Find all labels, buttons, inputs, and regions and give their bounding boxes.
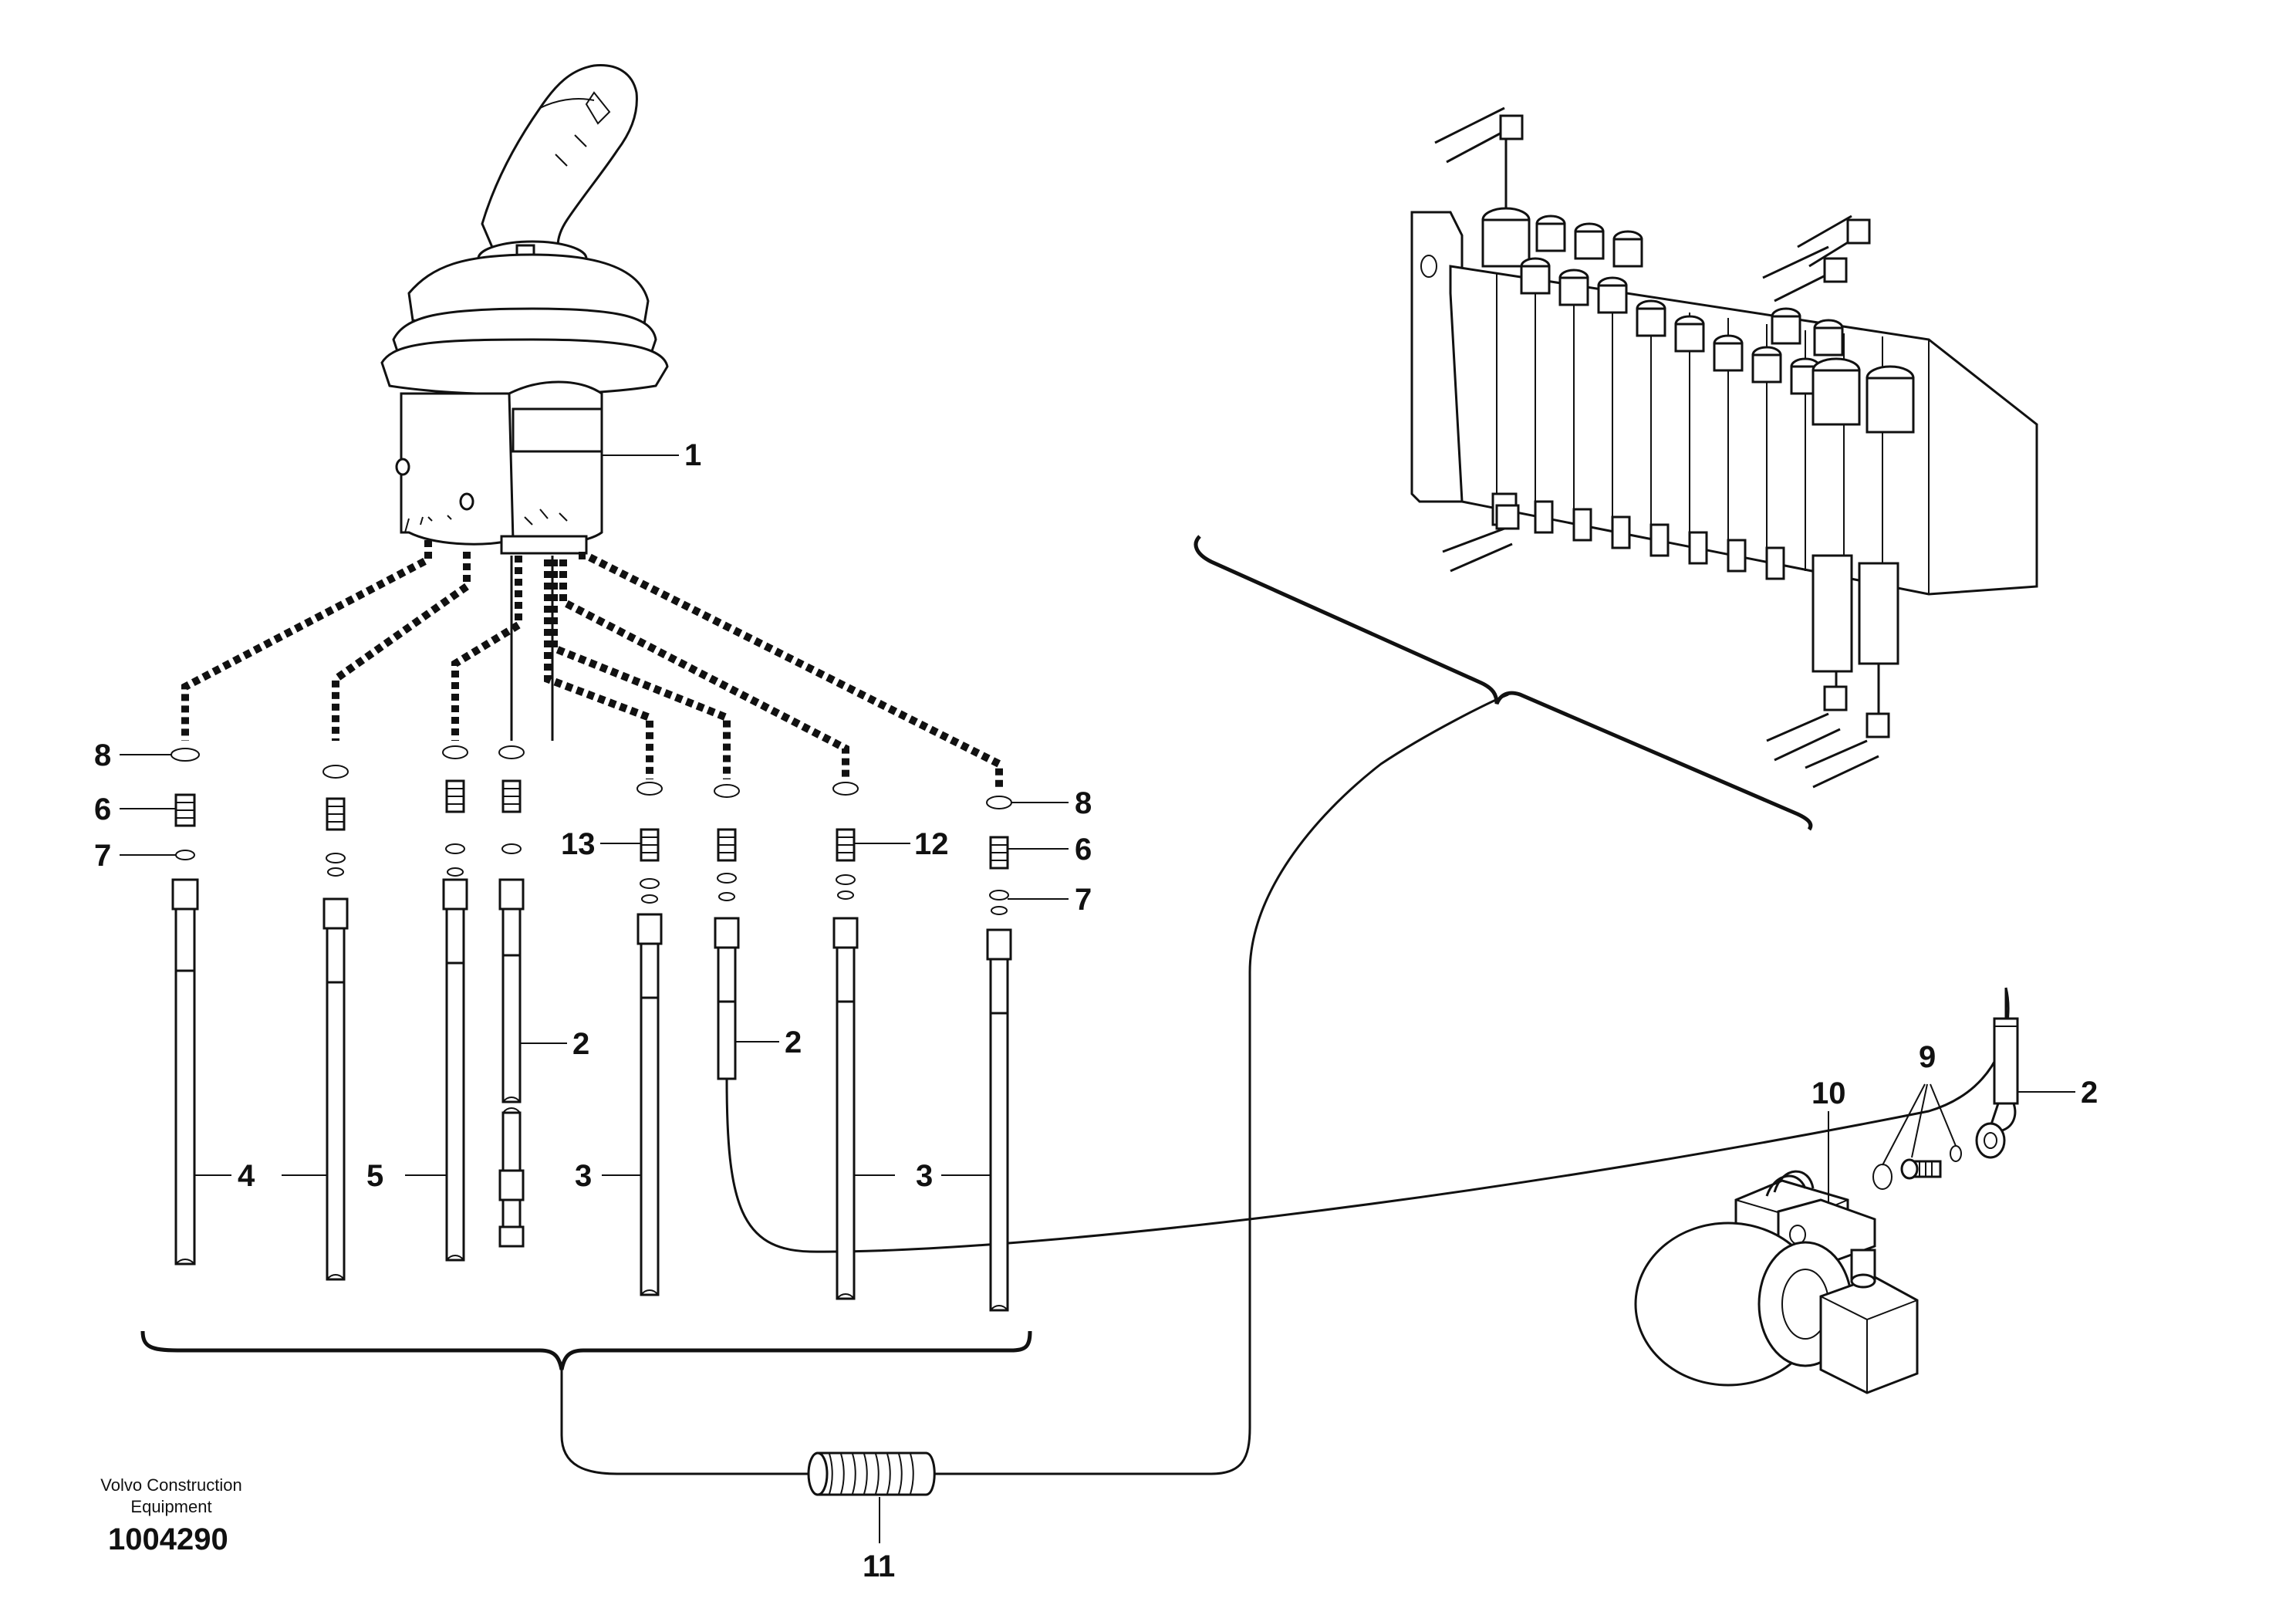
callout-6-right: 6 — [1075, 833, 1092, 867]
protective-sleeve — [807, 1451, 936, 1496]
publisher-footer: Volvo Construction Equipment 1004290 — [100, 1475, 241, 1556]
document-number: 1004290 — [108, 1522, 228, 1556]
callout-11: 11 — [863, 1549, 895, 1583]
callout-4: 4 — [238, 1159, 255, 1193]
valve-block-brace — [1194, 535, 1813, 831]
callout-10: 10 — [1811, 1076, 1846, 1110]
callout-13: 13 — [561, 827, 596, 861]
callout-8-right: 8 — [1075, 786, 1092, 820]
callout-6-left: 6 — [94, 792, 111, 826]
pilot-hoses-dashed — [181, 540, 1003, 787]
hose-group-brace — [140, 693, 1509, 1475]
callout-1: 1 — [684, 438, 701, 472]
callout-5: 5 — [366, 1159, 383, 1193]
main-control-valve-block — [1410, 106, 2038, 789]
callout-2-left: 2 — [572, 1027, 589, 1061]
company-name-line2: Equipment — [130, 1497, 211, 1516]
callout-labels: 1 8 6 7 13 12 8 6 7 2 2 4 5 3 3 2 9 10 1… — [94, 438, 2098, 1583]
callout-7-right: 7 — [1075, 883, 1092, 917]
hose-assemblies — [171, 745, 2010, 1312]
callout-8-left: 8 — [94, 738, 111, 772]
callout-3-left: 3 — [575, 1159, 592, 1193]
callout-2-middle: 2 — [785, 1026, 802, 1059]
callout-7-left: 7 — [94, 839, 111, 873]
callout-9: 9 — [1919, 1040, 1936, 1074]
callout-3-right: 3 — [916, 1159, 933, 1193]
joystick-control-valve — [380, 64, 669, 555]
callout-2-right: 2 — [2081, 1076, 2098, 1110]
leader-lines — [120, 454, 2075, 1543]
company-name-line1: Volvo Construction — [100, 1475, 241, 1495]
callout-12: 12 — [914, 827, 949, 861]
pressure-switch-assembly — [1634, 988, 2019, 1394]
